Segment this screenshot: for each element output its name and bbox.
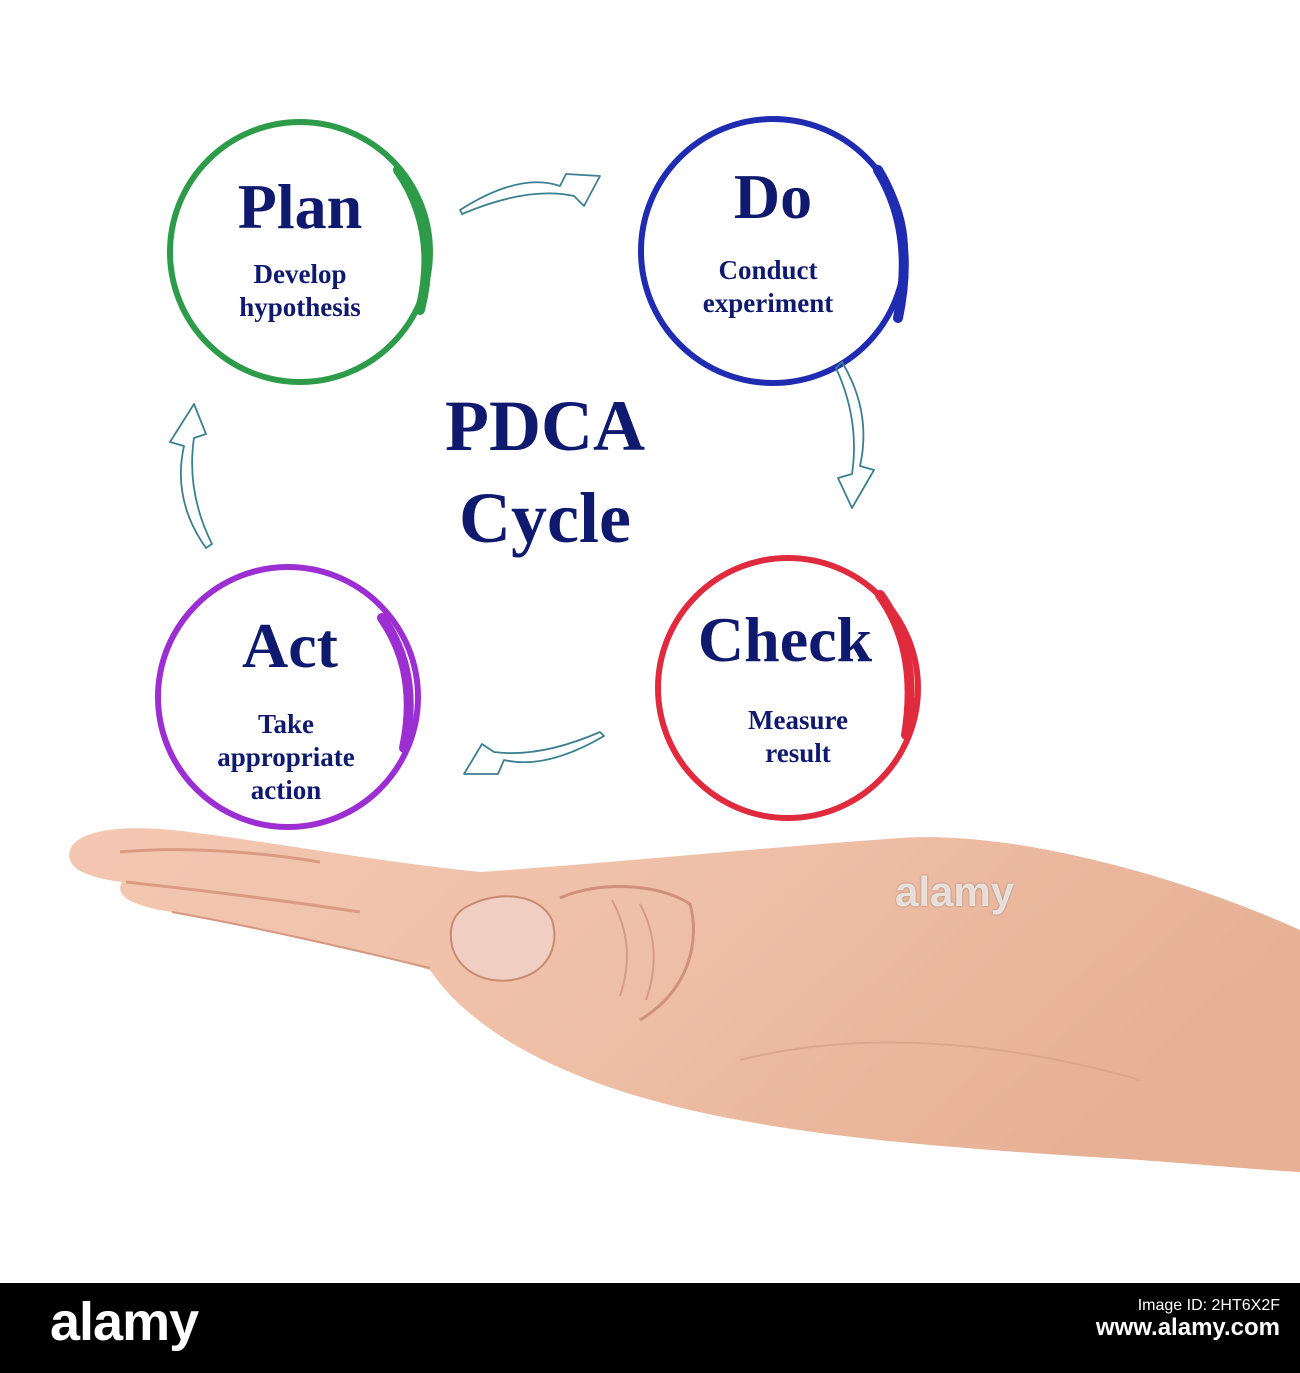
- center-title: PDCA Cycle: [395, 380, 695, 564]
- do-desc-line2: experiment: [702, 288, 834, 318]
- plan-desc-line2: hypothesis: [239, 292, 361, 322]
- hand-image: [69, 828, 1300, 1172]
- do-title: Do: [733, 161, 813, 232]
- footer-logo: alamy: [50, 1292, 199, 1352]
- plan-desc-line1: Develop: [253, 259, 347, 289]
- act-circle: [155, 564, 421, 830]
- center-title-line1: PDCA: [445, 386, 645, 466]
- check-title: Check: [697, 604, 873, 675]
- footer-bar: [0, 1283, 1300, 1373]
- plan-circle: [167, 119, 433, 385]
- arrow-check-to-act-icon: [463, 731, 605, 775]
- check-desc-line2: result: [765, 738, 831, 768]
- act-desc-line3: action: [250, 775, 322, 805]
- act-title: Act: [242, 610, 338, 681]
- check-desc-line1: Measure: [748, 705, 848, 735]
- check-description: Measure result: [688, 704, 908, 770]
- plan-description: Develop hypothesis: [190, 258, 410, 324]
- do-circle: [638, 116, 909, 386]
- arrow-do-to-check-icon: [835, 361, 875, 509]
- act-desc-line1: Take: [257, 709, 315, 739]
- arrow-act-to-plan-icon: [169, 403, 213, 549]
- image-id-label: Image ID: 2HT6X2F: [1137, 1297, 1280, 1314]
- watermark: alamy: [895, 868, 1015, 915]
- act-desc-line2: appropriate: [217, 742, 355, 772]
- footer-image-info: Image ID: 2HT6X2F www.alamy.com: [1095, 1295, 1280, 1341]
- act-description: Take appropriate action: [176, 708, 396, 807]
- center-title-line2: Cycle: [459, 478, 631, 558]
- do-desc-line1: Conduct: [718, 255, 818, 285]
- check-circle: [655, 555, 921, 821]
- arrow-plan-to-do-icon: [459, 173, 601, 215]
- do-description: Conduct experiment: [658, 254, 878, 320]
- footer-url: www.alamy.com: [1095, 1314, 1280, 1341]
- plan-title: Plan: [237, 171, 363, 242]
